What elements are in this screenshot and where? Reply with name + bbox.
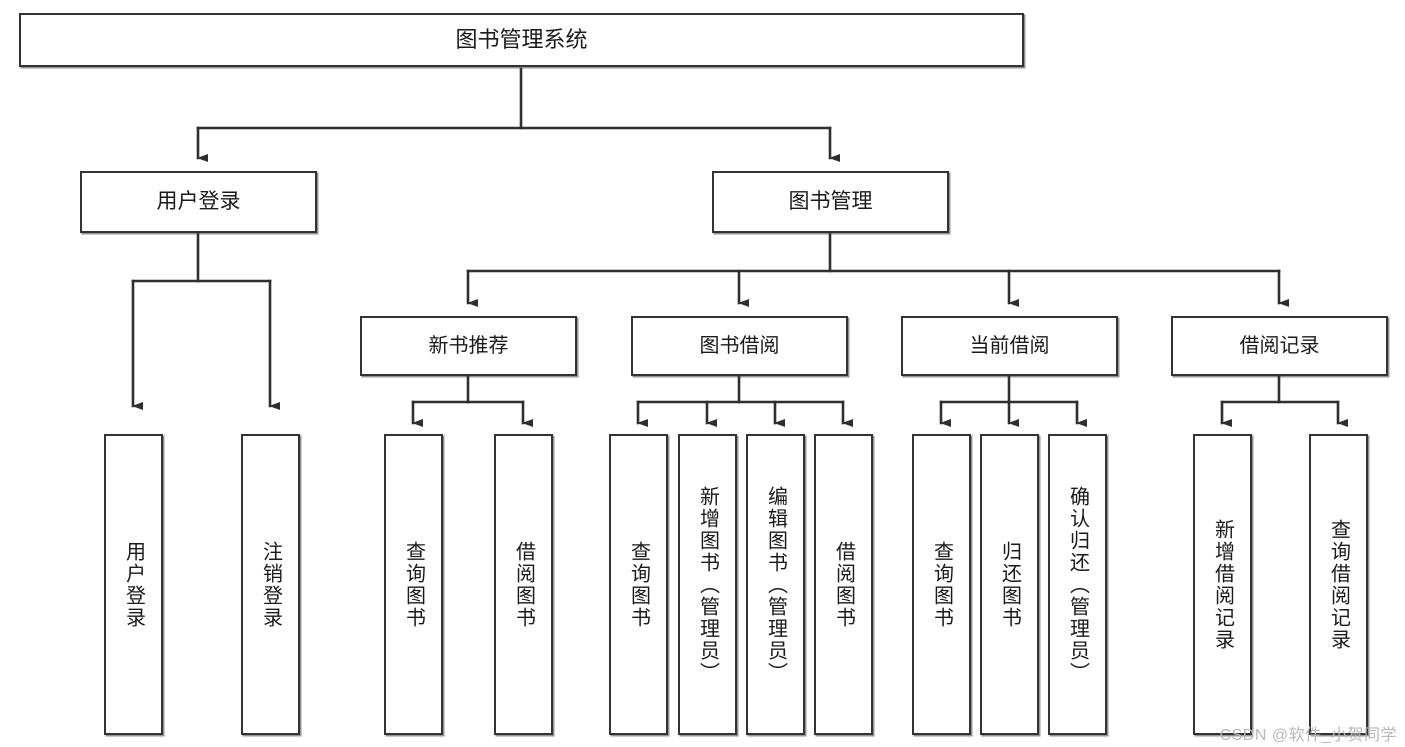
leaf-query-book-borrowing[interactable]: 查询图书 [609, 434, 668, 735]
leaf-borrow-book-borrowing[interactable]: 借阅图书 [814, 434, 873, 735]
leaf-confirm-return-admin-label: 确认归还（管理员） [1066, 485, 1089, 684]
node-borrowing-records-label: 借阅记录 [1239, 334, 1320, 357]
leaf-borrow-book-borrowing-label: 借阅图书 [832, 540, 855, 629]
leaf-query-book-current-label: 查询图书 [930, 540, 953, 629]
node-new-book-recommendation-label: 新书推荐 [428, 334, 509, 357]
node-current-borrowing[interactable]: 当前借阅 [901, 316, 1118, 376]
leaf-query-borrow-record[interactable]: 查询借阅记录 [1309, 434, 1368, 735]
leaf-edit-book-admin[interactable]: 编辑图书（管理员） [746, 434, 805, 735]
leaf-query-book-newbook[interactable]: 查询图书 [384, 434, 443, 735]
node-user-login-label: 用户登录 [156, 189, 241, 213]
node-current-borrowing-label: 当前借阅 [969, 334, 1050, 357]
leaf-add-borrow-record-label: 新增借阅记录 [1211, 518, 1234, 651]
leaf-edit-book-admin-label: 编辑图书（管理员） [764, 485, 787, 684]
leaf-confirm-return-admin[interactable]: 确认归还（管理员） [1048, 434, 1107, 735]
leaf-query-book-current[interactable]: 查询图书 [912, 434, 971, 735]
leaf-add-book-admin-label: 新增图书（管理员） [696, 485, 719, 684]
leaf-logout[interactable]: 注销登录 [241, 434, 300, 735]
node-new-book-recommendation[interactable]: 新书推荐 [360, 316, 577, 376]
node-borrowing-records[interactable]: 借阅记录 [1171, 316, 1388, 376]
leaf-borrow-book-newbook[interactable]: 借阅图书 [494, 434, 553, 735]
leaf-add-book-admin[interactable]: 新增图书（管理员） [678, 434, 737, 735]
leaf-query-borrow-record-label: 查询借阅记录 [1327, 518, 1350, 651]
node-root-book-management-system[interactable]: 图书管理系统 [19, 13, 1024, 67]
leaf-query-book-newbook-label: 查询图书 [402, 540, 425, 629]
leaf-query-book-borrowing-label: 查询图书 [627, 540, 650, 629]
node-book-management[interactable]: 图书管理 [712, 171, 949, 233]
node-book-borrowing-label: 图书借阅 [699, 334, 780, 357]
leaf-add-borrow-record[interactable]: 新增借阅记录 [1193, 434, 1252, 735]
leaf-logout-label: 注销登录 [259, 540, 282, 629]
leaf-return-book[interactable]: 归还图书 [980, 434, 1039, 735]
node-root-label: 图书管理系统 [455, 27, 588, 53]
leaf-user-login-label: 用户登录 [122, 540, 145, 629]
node-user-login[interactable]: 用户登录 [80, 171, 317, 233]
node-book-borrowing[interactable]: 图书借阅 [631, 316, 848, 376]
leaf-borrow-book-newbook-label: 借阅图书 [512, 540, 535, 629]
node-book-management-label: 图书管理 [788, 189, 873, 213]
leaf-return-book-label: 归还图书 [998, 540, 1021, 629]
leaf-user-login[interactable]: 用户登录 [104, 434, 163, 735]
